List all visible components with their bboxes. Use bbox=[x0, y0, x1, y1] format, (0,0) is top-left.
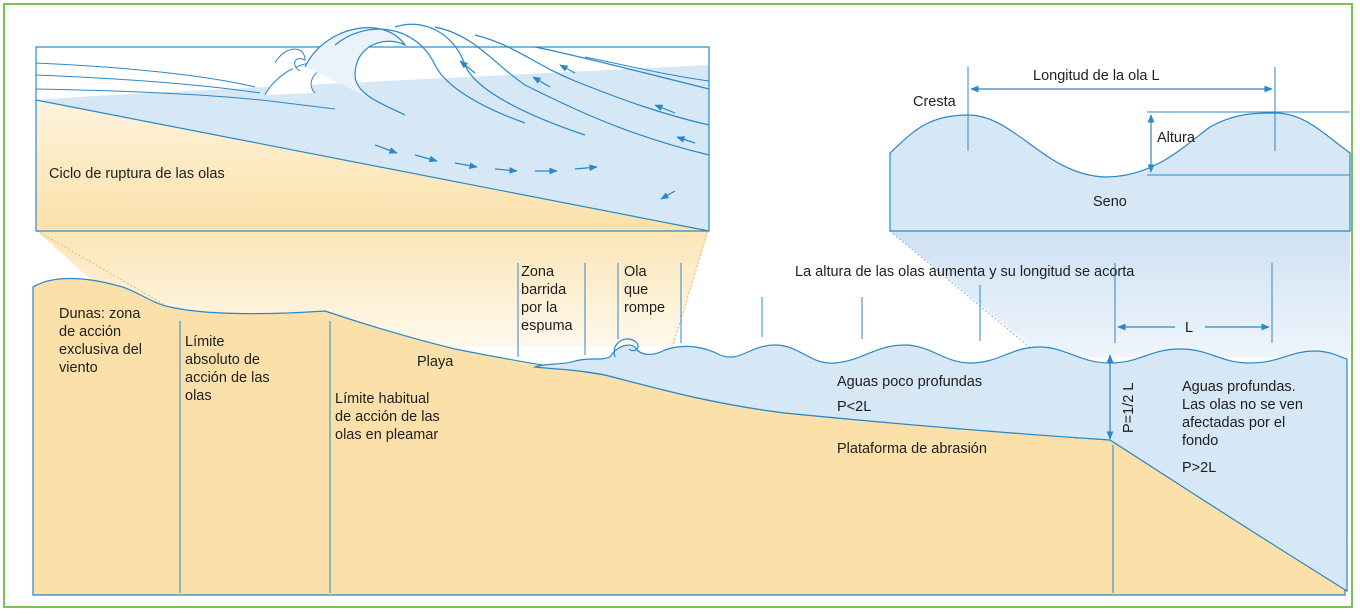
depth-marker-label: P=1/2 L bbox=[1121, 383, 1137, 433]
usual-limit-label: Límite habitual de acción de las olas en… bbox=[335, 391, 444, 443]
wave-profile bbox=[889, 112, 1351, 232]
absolute-limit-label: Límite absoluto de acción de las olas bbox=[185, 334, 274, 404]
swash-zone-label: Zona barrida por la espuma bbox=[521, 264, 574, 334]
deep-condition-label: P>2L bbox=[1182, 460, 1216, 476]
inset-breaking-water bbox=[36, 65, 709, 231]
crest-label: Cresta bbox=[913, 94, 957, 110]
zoom-projection-right bbox=[890, 231, 1350, 357]
wavelength-label: Longitud de la ola L bbox=[1033, 68, 1160, 84]
deep-water-label: Aguas profundas. Las olas no se ven afec… bbox=[1182, 379, 1307, 449]
dunes-label: Dunas: zona de acción exclusiva del vien… bbox=[59, 306, 146, 376]
inset-wave-anatomy: Longitud de la ola L Cresta Altura Seno bbox=[889, 67, 1351, 232]
beach-label: Playa bbox=[417, 354, 454, 370]
zoom-guide-right bbox=[889, 230, 1046, 361]
shallow-water-label: Aguas poco profundas bbox=[837, 374, 982, 390]
inset-breaking-caption: Ciclo de ruptura de las olas bbox=[49, 166, 225, 182]
height-label: Altura bbox=[1157, 130, 1196, 146]
sea-water bbox=[532, 344, 1348, 593]
trough-label: Seno bbox=[1093, 194, 1127, 210]
inset-breaking-waves: Ciclo de ruptura de las olas bbox=[35, 23, 710, 232]
breaking-wave-curl bbox=[613, 338, 639, 358]
shallow-condition-label: P<2L bbox=[837, 399, 871, 415]
wavelength-marker-label: L bbox=[1185, 320, 1193, 336]
diagram-frame: Ciclo de ruptura de las olas Longitud de… bbox=[3, 3, 1353, 608]
zoom-guide-left-a bbox=[36, 230, 166, 306]
breaking-wave-label: Ola que rompe bbox=[624, 264, 665, 316]
abrasion-platform-label: Plataforma de abrasión bbox=[837, 441, 987, 457]
trend-text: La altura de las olas aumenta y su longi… bbox=[795, 264, 1135, 280]
coastal-wave-diagram: Ciclo de ruptura de las olas Longitud de… bbox=[32, 23, 1351, 596]
